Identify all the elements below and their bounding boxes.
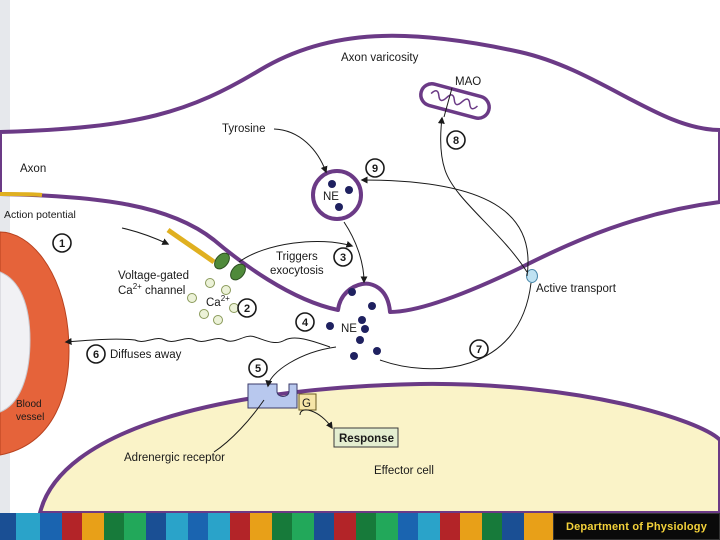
response-label: Response [339,433,394,445]
svg-text:7: 7 [476,344,482,356]
ne-vesicle-label: NE [323,191,339,203]
axon-upper-highlight [0,192,41,197]
step-3: 3 [333,247,353,267]
ne-molecules [326,288,381,360]
mao-mitochondrion [419,82,491,120]
active-transport-label: Active transport [536,283,617,295]
diffuses-away-label: Diffuses away [110,349,182,361]
step-7: 7 [469,339,489,359]
effector-cell [37,381,720,515]
ca-channel-2 [230,263,246,281]
svg-text:9: 9 [372,163,378,175]
step-1: 1 [52,233,72,253]
g-protein-label: G [302,398,311,410]
svg-text:8: 8 [453,135,459,147]
ca-channel-label: Ca2+ channel [118,282,185,297]
step-8: 8 [446,130,466,150]
blood-label: Blood [16,399,42,410]
step-2: 2 [237,298,257,318]
exocytosis-label: exocytosis [270,265,324,277]
svg-text:3: 3 [340,252,346,264]
active-transport-channel [526,269,538,283]
adrenergic-receptor [247,383,298,409]
ca-ion-label: Ca2+ [206,294,230,309]
action-potential-highlight-lower [166,227,216,265]
mao-label: MAO [455,76,481,88]
tyrosine-label: Tyrosine [222,123,265,135]
svg-text:6: 6 [93,349,99,361]
step-4: 4 [295,312,315,332]
svg-text:2: 2 [244,303,250,315]
ca-ions [187,278,239,325]
ne-cleft-label: NE [341,323,357,335]
response-box [333,427,399,448]
action-potential-label: Action potential [4,209,76,221]
blood-vessel [0,231,70,456]
vessel-label: vessel [16,412,44,423]
triggers-label: Triggers [276,251,318,263]
step-6: 6 [86,344,106,364]
adrenergic-receptor-label: Adrenergic receptor [124,452,225,464]
svg-text:5: 5 [255,363,261,375]
step-5: 5 [248,358,268,378]
effector-cell-label: Effector cell [374,465,434,477]
svg-text:4: 4 [302,317,309,329]
voltage-gated-label: Voltage-gated [118,270,189,282]
ca-channel-1 [214,252,230,270]
ne-vesicle [311,169,363,221]
step-9: 9 [365,158,385,178]
axon-label: Axon [20,163,46,175]
pathway-arrows [64,87,532,453]
axon-varicosity-membrane [0,33,720,314]
svg-text:1: 1 [59,238,65,250]
department-label: Department of Physiology [553,513,720,540]
axon-varicosity-label: Axon varicosity [341,52,419,64]
